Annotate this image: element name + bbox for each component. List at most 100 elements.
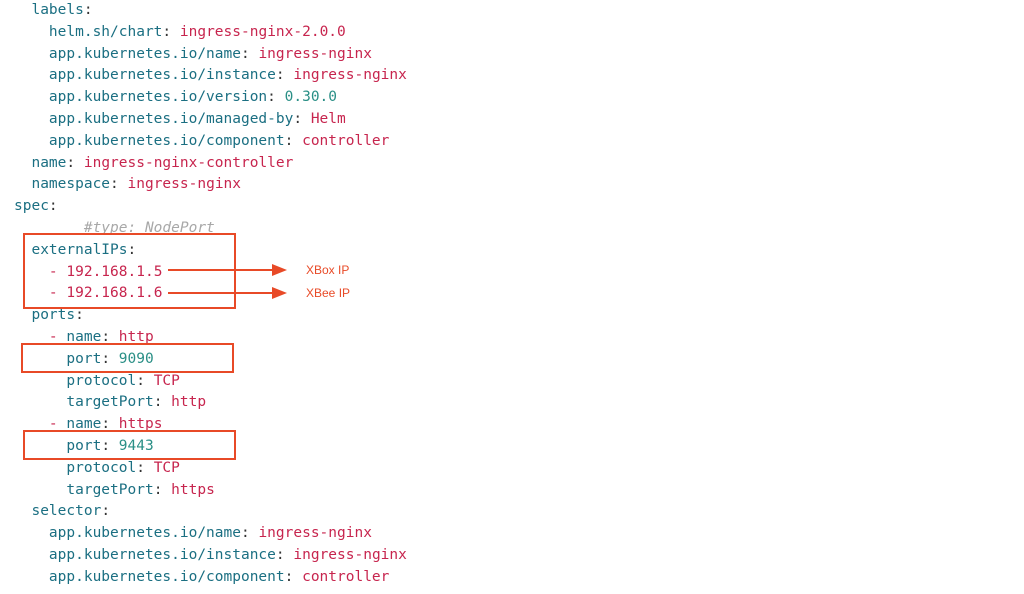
code-line: ports:	[14, 305, 1004, 327]
code-line: labels:	[14, 0, 1004, 22]
code-line: app.kubernetes.io/instance: ingress-ngin…	[14, 65, 1004, 87]
code-line: namespace: ingress-nginx	[14, 174, 1004, 196]
code-indent	[14, 482, 66, 498]
code-line: port: 9090	[14, 349, 1004, 371]
code-separator: :	[127, 241, 137, 258]
highlight-box-http-port	[21, 343, 234, 373]
code-line: protocol: TCP	[14, 458, 1004, 480]
code-indent	[14, 373, 66, 389]
code-value: ingress-nginx	[293, 546, 407, 563]
code-value: http	[171, 394, 207, 411]
code-line: app.kubernetes.io/version: 0.30.0	[14, 87, 1004, 109]
annotation-xbee-ip: XBee IP	[306, 286, 351, 300]
code-indent	[14, 89, 49, 105]
code-value: ingress-nginx-controller	[83, 154, 294, 171]
code-separator: :	[293, 110, 311, 127]
code-indent	[14, 460, 66, 476]
code-key: app.kubernetes.io/name	[48, 45, 241, 62]
code-indent	[14, 547, 49, 563]
code-value: ingress-nginx-2.0.0	[179, 23, 346, 40]
code-separator: :	[101, 350, 119, 367]
code-key: port	[66, 437, 102, 454]
code-key: namespace	[31, 176, 111, 193]
code-indent	[14, 503, 31, 519]
code-key: protocol	[66, 459, 137, 476]
code-indent	[14, 155, 31, 171]
code-indent	[14, 111, 49, 127]
code-key: name	[66, 328, 102, 345]
code-value: 192.168.1.6	[66, 285, 163, 302]
code-separator: :	[153, 481, 172, 498]
code-key: selector	[31, 503, 102, 520]
code-line: name: ingress-nginx-controller	[14, 153, 1004, 175]
code-key: externalIPs	[31, 241, 128, 258]
code-line: app.kubernetes.io/name: ingress-nginx	[14, 44, 1004, 66]
code-line: - 192.168.1.5	[14, 262, 1004, 284]
code-line: selector:	[14, 501, 1004, 523]
code-key: app.kubernetes.io/version	[48, 89, 268, 106]
code-value: controller	[302, 132, 390, 149]
annotation-xbox-ip: XBox IP	[306, 263, 350, 277]
code-value: 9090	[118, 350, 154, 367]
code-line: app.kubernetes.io/component: controller	[14, 131, 1004, 153]
code-value: ingress-nginx	[258, 525, 372, 542]
code-separator: :	[240, 525, 259, 542]
code-separator: :	[284, 132, 303, 149]
code-dash: -	[48, 263, 67, 280]
code-separator: :	[83, 2, 93, 18]
code-value: https	[171, 481, 215, 498]
code-value: 0.30.0	[284, 89, 338, 106]
code-value: ingress-nginx	[293, 67, 407, 84]
code-separator: :	[101, 328, 119, 345]
code-separator: :	[101, 503, 111, 520]
code-separator: :	[101, 416, 119, 433]
code-indent	[14, 307, 31, 323]
code-key: labels	[31, 2, 84, 18]
code-indent	[14, 394, 66, 410]
code-key: app.kubernetes.io/instance	[48, 67, 276, 84]
code-value: 9443	[118, 437, 154, 454]
code-value: #type: NodePort	[83, 219, 215, 236]
code-indent	[14, 133, 49, 149]
code-separator: :	[153, 394, 172, 411]
code-value: 192.168.1.5	[66, 263, 163, 280]
code-value: https	[118, 416, 163, 433]
arrow-right-icon	[168, 264, 287, 276]
code-dash: -	[48, 416, 67, 433]
code-key: name	[31, 154, 67, 171]
code-key: targetPort	[66, 481, 154, 498]
code-separator: :	[66, 154, 84, 171]
code-key: ports	[31, 307, 76, 324]
code-line: externalIPs:	[14, 240, 1004, 262]
code-indent	[14, 525, 49, 541]
code-key: app.kubernetes.io/component	[48, 132, 285, 149]
code-dash: -	[48, 328, 67, 345]
code-line: - name: http	[14, 327, 1004, 349]
code-key: port	[66, 350, 102, 367]
code-key: helm.sh/chart	[48, 23, 163, 40]
code-value: TCP	[153, 372, 180, 389]
code-key: app.kubernetes.io/managed-by	[48, 110, 294, 127]
code-separator: :	[101, 437, 119, 454]
code-indent	[14, 67, 49, 83]
code-separator: :	[48, 198, 58, 215]
code-key: app.kubernetes.io/instance	[48, 546, 276, 563]
code-key: name	[66, 416, 102, 433]
code-line: port: 9443	[14, 436, 1004, 458]
code-line: - 192.168.1.6	[14, 283, 1004, 305]
code-separator: :	[240, 45, 259, 62]
code-value: ingress-nginx	[258, 45, 372, 62]
code-indent	[14, 24, 49, 40]
code-line: targetPort: http	[14, 392, 1004, 414]
code-separator: :	[275, 546, 294, 563]
code-key: protocol	[66, 372, 137, 389]
yaml-code-view: labels: helm.sh/chart: ingress-nginx-2.0…	[14, 0, 1004, 589]
code-line: - name: https	[14, 414, 1004, 436]
code-key: spec	[14, 198, 49, 215]
code-separator: :	[275, 67, 294, 84]
code-separator: :	[110, 176, 128, 193]
code-separator: :	[162, 23, 180, 40]
code-line: app.kubernetes.io/component: controller	[14, 567, 1004, 589]
code-dash: -	[48, 285, 67, 302]
code-indent	[14, 569, 49, 585]
